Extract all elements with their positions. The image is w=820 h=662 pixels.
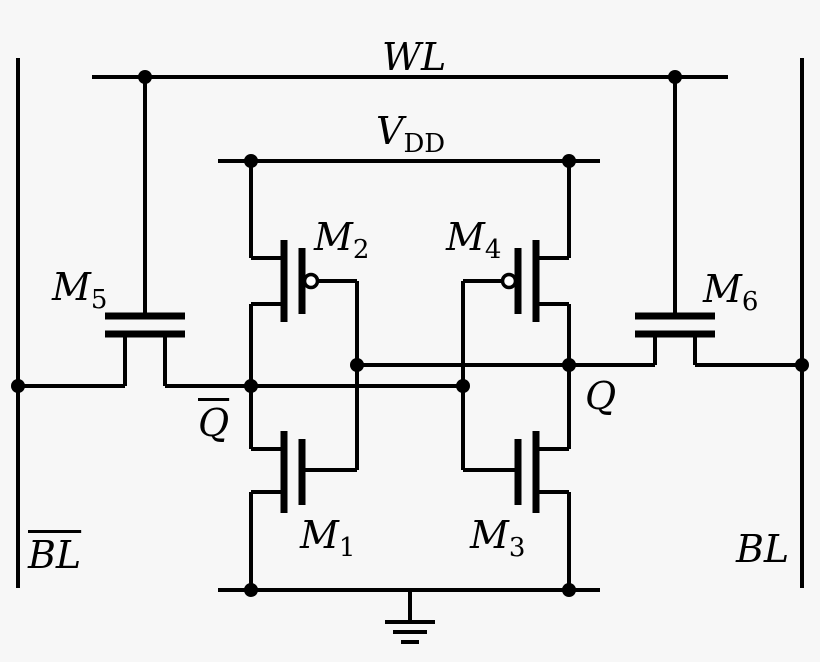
m6-label: M6 <box>703 267 759 317</box>
bl-bar-label: BL <box>28 533 82 577</box>
transistor-m4 <box>463 161 571 322</box>
transistor-m6 <box>569 312 802 367</box>
m5-label: M5 <box>52 265 108 315</box>
transistor-m2 <box>249 161 357 322</box>
q-bar-label: Q <box>198 401 230 445</box>
m1-label: M1 <box>300 513 356 563</box>
q-label: Q <box>585 374 617 418</box>
bl-label: BL <box>736 527 790 571</box>
transistor-m3 <box>463 431 571 590</box>
vdd-label: VDD <box>376 109 446 159</box>
transistor-m1 <box>249 431 357 590</box>
m4-label: M4 <box>446 215 502 265</box>
junction-dots <box>11 70 809 597</box>
transistor-m5 <box>18 312 251 388</box>
m3-label: M3 <box>470 513 526 563</box>
m2-label: M2 <box>314 215 370 265</box>
wl-label: WL <box>382 35 447 79</box>
